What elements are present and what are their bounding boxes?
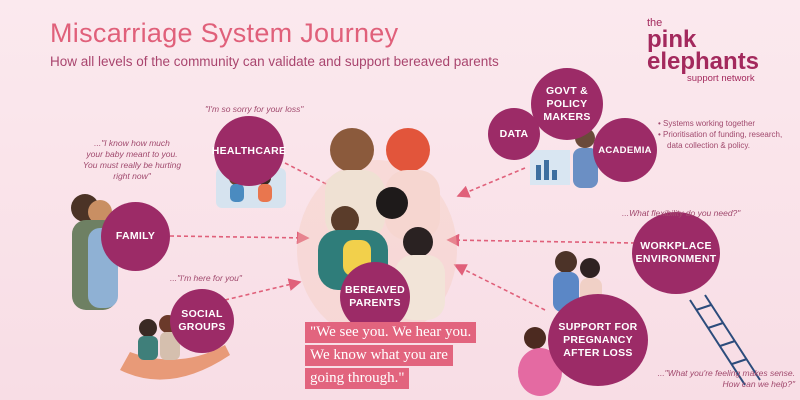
workplace-illustration: [689, 294, 761, 386]
node-healthcare-label: HEALTHCARE: [211, 144, 287, 157]
node-govt-label-2: POLICY: [546, 97, 588, 110]
node-family-label: FAMILY: [115, 230, 156, 242]
node-academia: ACADEMIA: [593, 118, 657, 182]
node-support-label-2: PREGNANCY: [563, 333, 633, 346]
banner-line-2: We know what you are: [305, 345, 453, 366]
node-social-groups: SOCIAL GROUPS: [170, 289, 234, 353]
node-bereaved-parents: BEREAVED PARENTS: [340, 262, 410, 332]
system-notes: • Systems working together • Prioritisat…: [658, 118, 798, 151]
node-govt-label-1: GOVT &: [545, 84, 589, 97]
node-workplace-label-2: ENVIRONMENT: [635, 253, 717, 265]
pink-elephants-logo: the pink elephants support network: [647, 17, 772, 85]
node-social-label-1: SOCIAL: [181, 308, 223, 320]
quote-support-line-2: How can we help?": [722, 379, 795, 389]
arrow-family: [169, 231, 310, 245]
node-social-label-2: GROUPS: [178, 321, 226, 333]
arrow-support: [453, 264, 546, 311]
page-subtitle: How all levels of the community can vali…: [50, 54, 499, 69]
node-support-label-3: AFTER LOSS: [563, 346, 633, 359]
banner-line-3: going through.": [305, 368, 410, 389]
quote-family-line-2: your baby meant to you.: [86, 149, 178, 159]
node-data: DATA: [488, 108, 540, 160]
quote-healthcare: "I'm so sorry for your loss": [205, 104, 304, 114]
logo-pink: pink: [647, 26, 697, 53]
node-data-label: DATA: [499, 127, 529, 140]
quote-family-line-1: ..."I know how much: [94, 138, 170, 148]
arrow-workplace: [446, 233, 636, 247]
quote-family: ..."I know how much your baby meant to y…: [72, 138, 192, 182]
node-govt-label-3: MAKERS: [543, 110, 591, 123]
node-workplace-environment: WORKPLACE ENVIRONMENT: [632, 212, 720, 294]
bereaved-quote-banner: "We see you. We hear you. We know what y…: [305, 322, 485, 391]
page-title: Miscarriage System Journey: [50, 18, 399, 48]
quote-workplace: ...What flexibility do you need?": [622, 208, 741, 218]
quote-family-line-3: You must really be hurting: [82, 160, 182, 170]
quote-social: ..."I'm here for you": [170, 273, 242, 283]
node-healthcare: HEALTHCARE: [211, 116, 287, 186]
node-bereaved-label-2: PARENTS: [349, 297, 401, 309]
banner-line-1: "We see you. We hear you.: [305, 322, 477, 343]
logo-support-network: support network: [687, 73, 755, 84]
node-workplace-label-1: WORKPLACE: [640, 240, 712, 252]
quote-support: ..."What you're feeling makes sense. How…: [645, 368, 795, 390]
node-support-label-1: SUPPORT FOR: [558, 320, 638, 333]
logo-the: the: [647, 17, 663, 29]
quote-family-line-4: right now": [113, 171, 151, 181]
system-note-1: • Systems working together: [658, 119, 756, 128]
system-note-3: data collection & policy.: [667, 141, 751, 150]
node-support-pregnancy-after-loss: SUPPORT FOR PREGNANCY AFTER LOSS: [548, 294, 648, 386]
arrow-social: [224, 278, 302, 301]
node-govt-policy-makers: GOVT & POLICY MAKERS: [531, 68, 603, 140]
node-bereaved-label-1: BEREAVED: [345, 284, 405, 296]
data-illustration: [530, 128, 598, 188]
node-family: FAMILY: [101, 202, 170, 271]
arrow-system: [456, 167, 526, 198]
system-note-2: • Prioritisation of funding, research,: [658, 130, 783, 139]
node-academia-label: ACADEMIA: [598, 144, 652, 156]
quote-support-line-1: ..."What you're feeling makes sense.: [657, 368, 795, 378]
logo-elephants: elephants: [647, 48, 760, 75]
